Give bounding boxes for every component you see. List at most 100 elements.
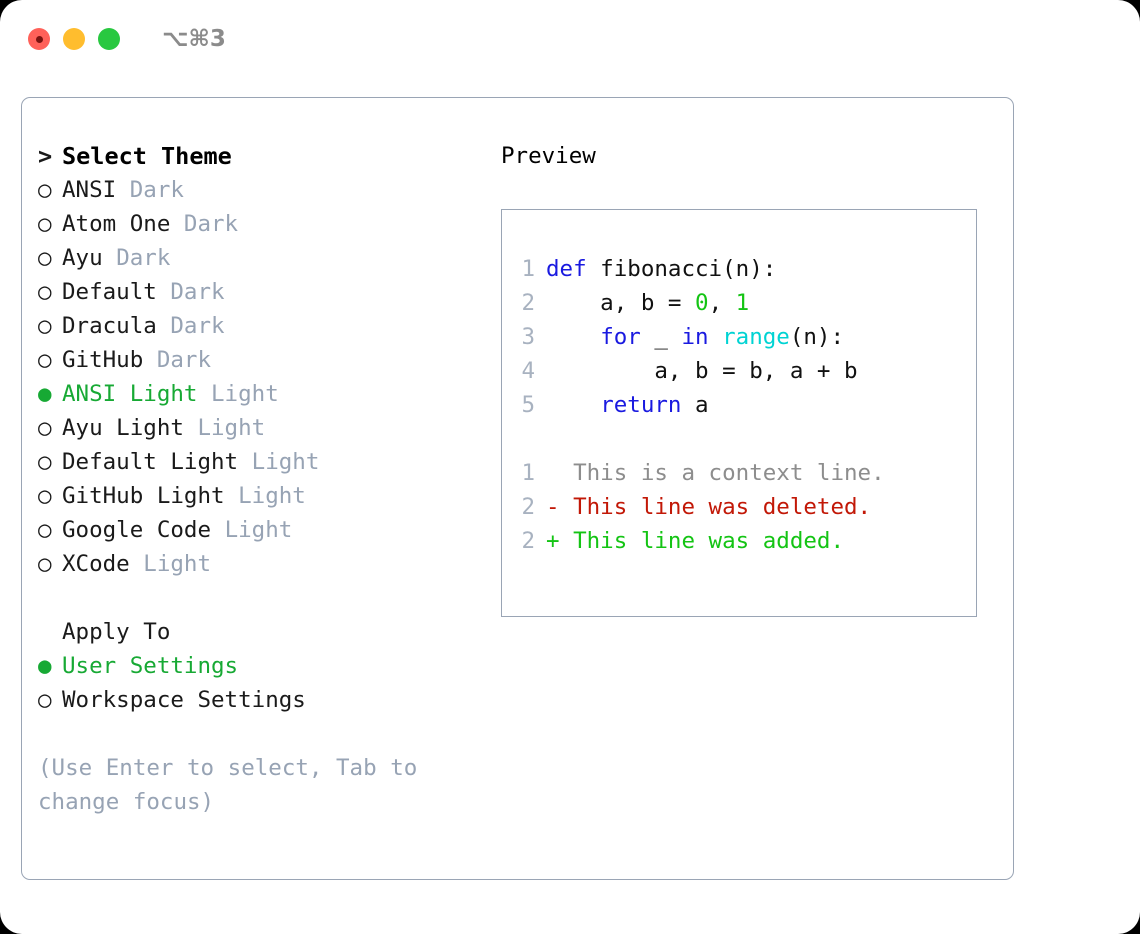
code-line: 5 return a xyxy=(513,388,885,422)
radio-unselected-icon: ○ xyxy=(38,279,52,305)
code-token: a xyxy=(681,392,709,418)
radio-unselected-icon: ○ xyxy=(38,313,52,339)
theme-category-tag: Light xyxy=(224,517,293,543)
close-window-icon[interactable] xyxy=(28,28,50,50)
code-line: 3 for _ in range(n): xyxy=(513,320,885,354)
theme-category-tag: Dark xyxy=(116,245,171,271)
theme-category-tag: Dark xyxy=(170,279,225,305)
theme-option-label: Default Light xyxy=(62,449,239,475)
theme-option-label: GitHub xyxy=(62,347,144,373)
theme-option-label: XCode xyxy=(62,551,130,577)
code-token: , xyxy=(708,290,736,316)
theme-option-dracula[interactable]: ○ Dracula Dark xyxy=(38,309,488,343)
theme-option-atom-one[interactable]: ○ Atom One Dark xyxy=(38,207,488,241)
apply-to-option-list: ●User Settings ○ Workspace Settings xyxy=(38,649,488,717)
code-token: def xyxy=(546,256,587,282)
diff-line-ctx: 1 This is a context line. xyxy=(513,456,885,490)
radio-unselected-icon: ○ xyxy=(38,449,52,475)
code-token: _ xyxy=(640,324,682,350)
code-token: for xyxy=(600,324,641,350)
diff-line-text: + This line was added. xyxy=(546,528,845,554)
theme-option-label: Default xyxy=(62,279,157,305)
prompt-caret-icon: > xyxy=(38,142,53,170)
minimize-window-icon[interactable] xyxy=(63,28,85,50)
theme-option-ansi[interactable]: ○ANSI Dark xyxy=(38,173,488,207)
theme-option-xcode[interactable]: ○XCode Light xyxy=(38,547,488,581)
code-token: range xyxy=(722,324,790,350)
theme-category-tag: Light xyxy=(251,449,320,475)
theme-option-github-light[interactable]: ○GitHub Light Light xyxy=(38,479,488,513)
diff-line-text: This is a context line. xyxy=(546,460,885,486)
select-theme-header: > Select Theme xyxy=(38,139,488,173)
theme-category-tag: Dark xyxy=(129,177,184,203)
window-controls xyxy=(28,28,120,50)
code-token: a, b = b, a + b xyxy=(546,358,858,384)
diff-line-text: - This line was deleted. xyxy=(546,494,872,520)
radio-unselected-icon: ○ xyxy=(38,211,52,237)
section-spacer xyxy=(38,581,488,615)
diff-line-add: 2 + This line was added. xyxy=(513,524,885,558)
theme-option-ansi-light[interactable]: ● ANSI Light Light xyxy=(38,377,488,411)
line-number: 5 xyxy=(521,392,535,418)
theme-option-google-code[interactable]: ○ Google Code Light xyxy=(38,513,488,547)
theme-option-default-light[interactable]: ○ Default Light Light xyxy=(38,445,488,479)
code-line: 2 a, b = 0, 1 xyxy=(513,286,885,320)
line-number: 1 xyxy=(521,256,535,282)
theme-option-label: ANSI Light xyxy=(62,381,198,407)
code-token xyxy=(546,392,600,418)
apply-to-option-label: Workspace Settings xyxy=(62,687,306,713)
line-number: 2 xyxy=(521,494,535,520)
theme-option-label: ANSI xyxy=(62,177,117,203)
theme-category-tag: Light xyxy=(211,381,279,407)
radio-selected-icon: ● xyxy=(38,381,52,407)
code-token: fibonacci(n): xyxy=(586,256,777,282)
line-number: 3 xyxy=(521,324,535,350)
code-token: 1 xyxy=(735,290,750,316)
radio-unselected-icon: ○ xyxy=(38,415,52,441)
theme-option-label: Google Code xyxy=(62,517,212,543)
theme-option-label: Atom One xyxy=(62,211,171,237)
preview-title: Preview xyxy=(501,143,596,169)
theme-option-label: Dracula xyxy=(62,313,157,339)
theme-option-label: Ayu xyxy=(62,245,103,271)
radio-unselected-icon: ○ xyxy=(38,687,52,713)
keyboard-hint-text: (Use Enter to select, Tab to change focu… xyxy=(38,755,418,815)
code-line: 1 def fibonacci(n): xyxy=(513,252,885,286)
theme-category-tag: Light xyxy=(143,551,212,577)
maximize-window-icon[interactable] xyxy=(98,28,120,50)
radio-unselected-icon: ○ xyxy=(38,245,52,271)
theme-option-list: ○ANSI Dark○Atom One Dark○Ayu Dark○Defaul… xyxy=(38,173,488,581)
radio-selected-icon: ● xyxy=(38,653,52,679)
apply-to-option-workspace-settings[interactable]: ○ Workspace Settings xyxy=(38,683,488,717)
line-number: 2 xyxy=(521,528,535,554)
theme-category-tag: Dark xyxy=(170,313,225,339)
theme-option-ayu[interactable]: ○ Ayu Dark xyxy=(38,241,488,275)
select-theme-title: Select Theme xyxy=(62,142,232,170)
theme-category-tag: Light xyxy=(197,415,266,441)
theme-option-label: GitHub Light xyxy=(62,483,225,509)
line-number: 2 xyxy=(521,290,535,316)
theme-category-tag: Dark xyxy=(183,211,239,237)
theme-category-tag: Dark xyxy=(156,347,212,373)
theme-list-column: >Select Theme ○ANSI Dark○Atom One Dark○A… xyxy=(38,139,488,819)
code-diff-separator xyxy=(513,422,885,456)
apply-to-option-user-settings[interactable]: ●User Settings xyxy=(38,649,488,683)
radio-unselected-icon: ○ xyxy=(38,483,52,509)
theme-option-label: Ayu Light xyxy=(62,415,184,441)
radio-unselected-icon: ○ xyxy=(38,517,52,543)
keyboard-shortcut-label: ⌥⌘3 xyxy=(162,26,226,52)
code-token: a, b = xyxy=(546,290,696,316)
code-token xyxy=(709,324,723,350)
theme-option-ayu-light[interactable]: ○ Ayu Light Light xyxy=(38,411,488,445)
code-token: (n): xyxy=(789,324,845,350)
theme-selector-panel: >Select Theme ○ANSI Dark○Atom One Dark○A… xyxy=(21,97,1014,880)
code-token: 0 xyxy=(695,290,709,316)
code-token: in xyxy=(681,324,709,350)
theme-option-github[interactable]: ○GitHub Dark xyxy=(38,343,488,377)
code-token xyxy=(546,324,600,350)
diff-line-del: 2 - This line was deleted. xyxy=(513,490,885,524)
theme-option-default[interactable]: ○ Default Dark xyxy=(38,275,488,309)
